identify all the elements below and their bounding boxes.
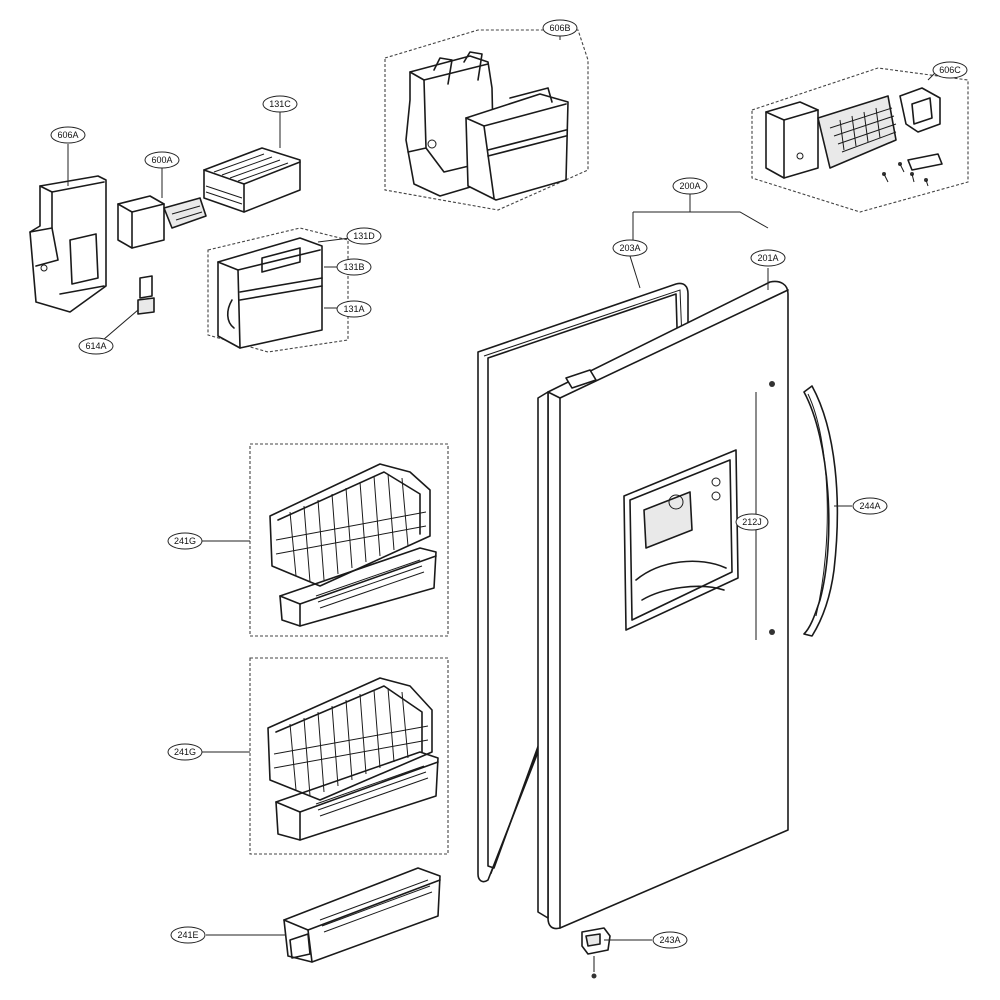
- svg-text:212J: 212J: [742, 517, 762, 527]
- part-label-212j: 212J: [735, 513, 769, 531]
- svg-text:244A: 244A: [859, 501, 880, 511]
- svg-text:203A: 203A: [619, 243, 640, 253]
- part-label-203a: 203A: [612, 239, 648, 257]
- door-handle: [803, 385, 839, 637]
- part-label-244a: 244A: [852, 497, 888, 515]
- door-panel: [537, 280, 789, 930]
- part-label-614a: 614A: [78, 337, 114, 355]
- part-label-131a: 131A: [336, 300, 372, 318]
- ice-bin-group: [29, 147, 349, 353]
- svg-text:600A: 600A: [151, 155, 172, 165]
- svg-text:241G: 241G: [174, 747, 196, 757]
- leader-lines: [67, 28, 941, 941]
- svg-text:131D: 131D: [353, 231, 375, 241]
- svg-text:606C: 606C: [939, 65, 961, 75]
- part-label-606c: 606C: [932, 61, 968, 79]
- part-label-131d: 131D: [346, 227, 382, 245]
- door-hinge-243a: [581, 927, 611, 979]
- part-label-243a: 243A: [652, 931, 688, 949]
- part-label-201a: 201A: [750, 249, 786, 267]
- ice-maker-606c-group: [751, 67, 969, 213]
- part-label-131b: 131B: [336, 258, 372, 276]
- svg-text:241G: 241G: [174, 536, 196, 546]
- svg-text:606B: 606B: [549, 23, 570, 33]
- part-label-241g-2: 241G: [167, 743, 203, 761]
- part-label-600a: 600A: [144, 151, 180, 169]
- svg-text:131C: 131C: [269, 99, 291, 109]
- svg-text:243A: 243A: [659, 935, 680, 945]
- part-label-606b: 606B: [542, 19, 578, 37]
- part-label-131c: 131C: [262, 95, 298, 113]
- svg-text:606A: 606A: [57, 130, 78, 140]
- housing-606b-group: [384, 29, 589, 211]
- part-label-241g-1: 241G: [167, 532, 203, 550]
- door-shelf-241e: [283, 867, 441, 963]
- svg-text:131A: 131A: [343, 304, 364, 314]
- basket-241g-2: [249, 657, 449, 855]
- svg-text:200A: 200A: [679, 181, 700, 191]
- basket-241g-1: [249, 443, 449, 637]
- svg-text:614A: 614A: [85, 341, 106, 351]
- part-label-241e: 241E: [170, 926, 206, 944]
- svg-text:241E: 241E: [177, 930, 198, 940]
- svg-text:201A: 201A: [757, 253, 778, 263]
- part-label-200a: 200A: [672, 177, 708, 195]
- svg-text:131B: 131B: [343, 262, 364, 272]
- part-label-606a: 606A: [50, 126, 86, 144]
